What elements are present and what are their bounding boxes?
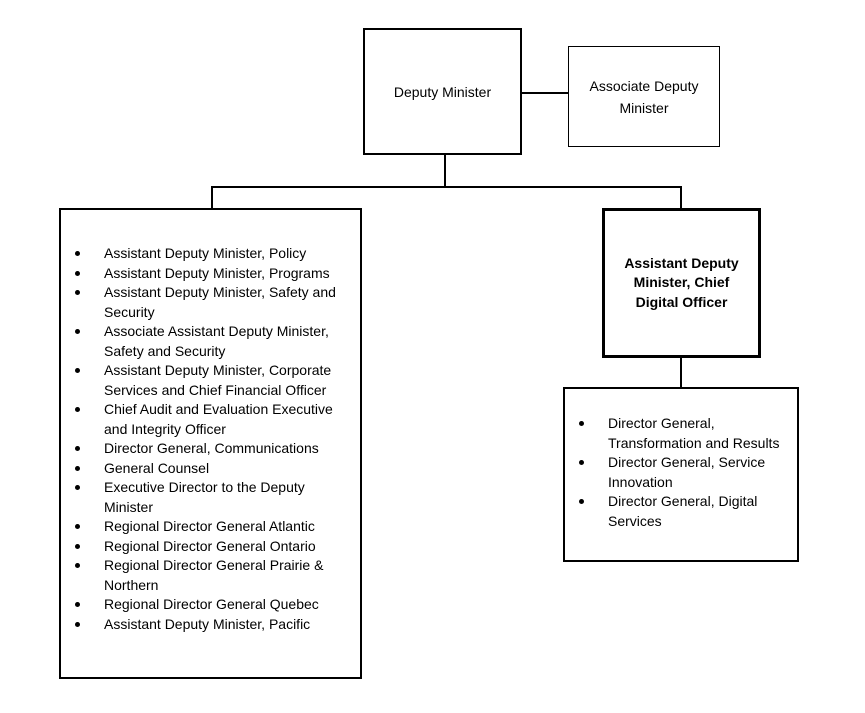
- list-item: Director General, Service Innovation: [565, 453, 795, 492]
- list-item: Assistant Deputy Minister, Corporate Ser…: [61, 361, 351, 400]
- list-item: Assistant Deputy Minister, Safety and Se…: [61, 283, 351, 322]
- adm-chief-digital-officer-label: Assistant Deputy Minister, Chief Digital…: [624, 254, 739, 310]
- list-item: Director General, Communications: [61, 439, 351, 459]
- list-item: Director General, Transformation and Res…: [565, 414, 795, 453]
- list-item: Associate Assistant Deputy Minister, Saf…: [61, 322, 351, 361]
- list-item: Executive Director to the Deputy Ministe…: [61, 478, 351, 517]
- list-item: Chief Audit and Evaluation Executive and…: [61, 400, 351, 439]
- list-item: Assistant Deputy Minister, Pacific: [61, 615, 351, 635]
- right-branch-box: Director General, Transformation and Res…: [563, 387, 799, 562]
- list-item: Regional Director General Ontario: [61, 537, 351, 557]
- associate-deputy-minister-box: Associate Deputy Minister: [568, 46, 720, 147]
- deputy-minister-box: Deputy Minister: [363, 28, 522, 155]
- right-branch-list: Director General, Transformation and Res…: [565, 414, 795, 531]
- list-item: Director General, Digital Services: [565, 492, 795, 531]
- list-item: Assistant Deputy Minister, Programs: [61, 264, 351, 284]
- list-item: Regional Director General Atlantic: [61, 517, 351, 537]
- deputy-minister-label: Deputy Minister: [393, 83, 492, 100]
- list-item: Regional Director General Prairie & Nort…: [61, 556, 351, 595]
- associate-deputy-minister-label: Associate Deputy Minister: [589, 77, 699, 116]
- list-item: General Counsel: [61, 459, 351, 479]
- list-item: Assistant Deputy Minister, Policy: [61, 244, 351, 264]
- list-item: Regional Director General Quebec: [61, 595, 351, 615]
- adm-chief-digital-officer-box: Assistant Deputy Minister, Chief Digital…: [602, 208, 761, 358]
